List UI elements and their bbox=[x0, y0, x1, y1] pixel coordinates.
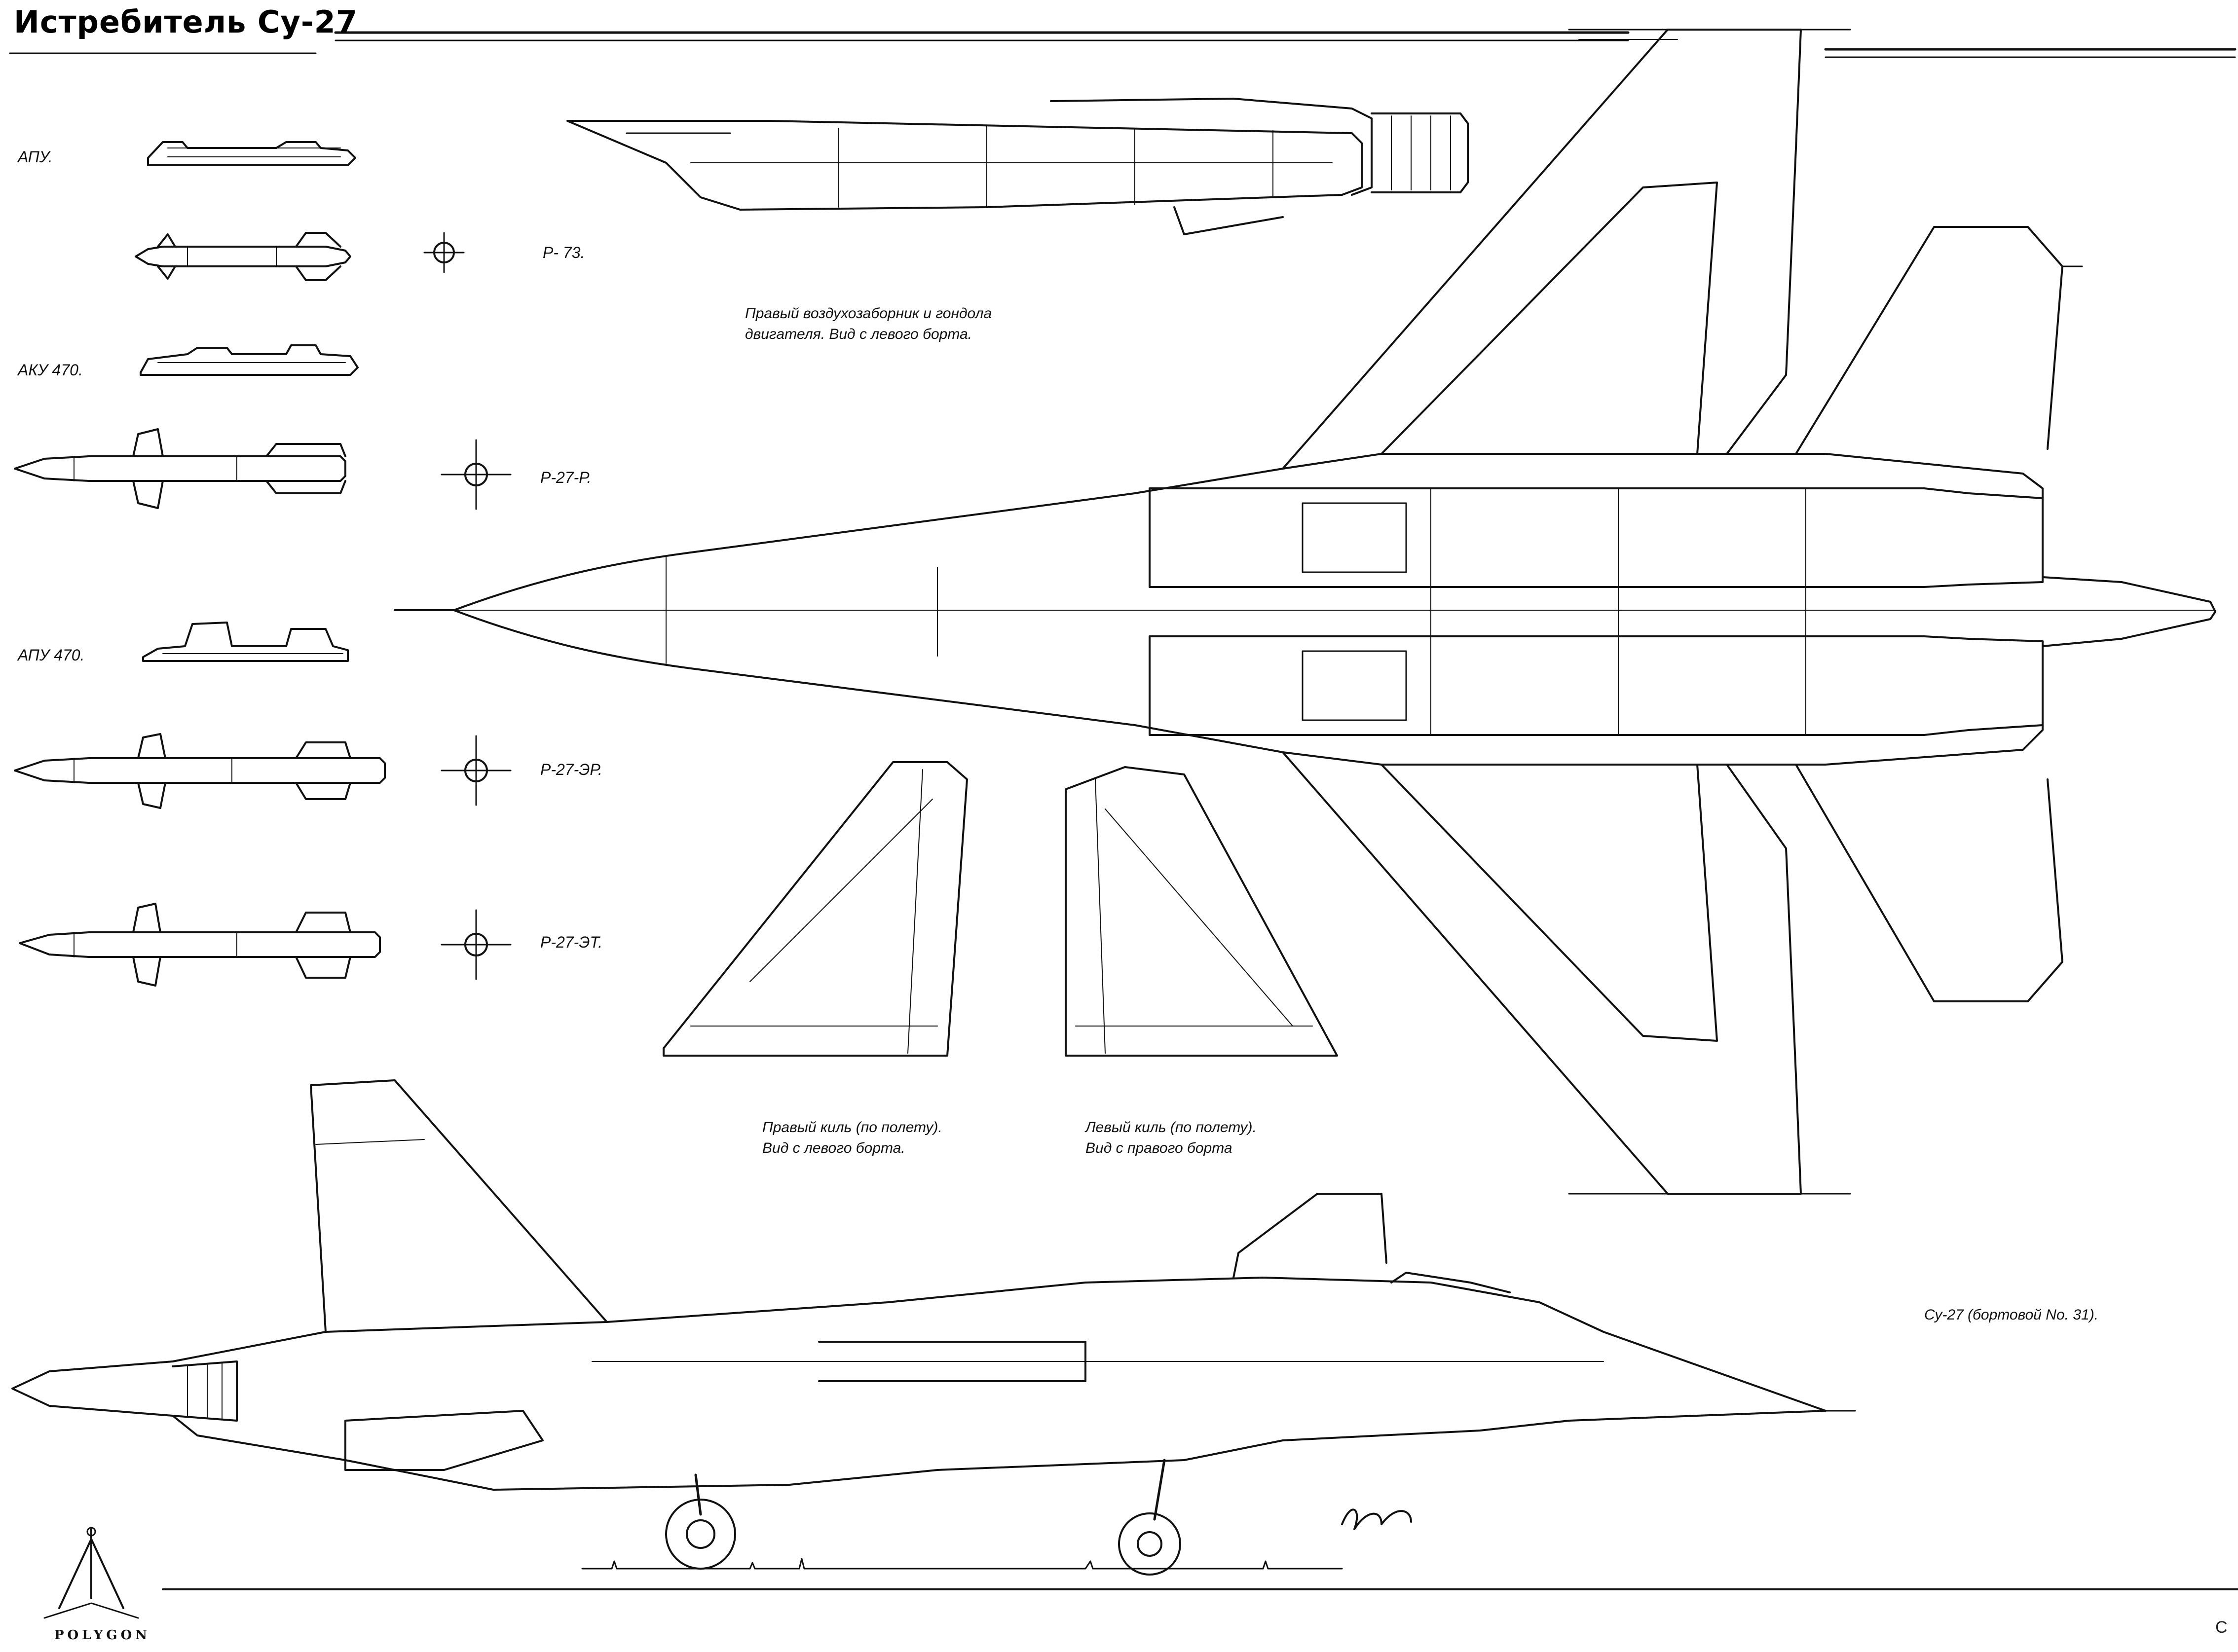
missile-r27et-front bbox=[441, 909, 512, 980]
sheet-title: Истребитель Су-27 bbox=[14, 4, 358, 40]
caption-intake: Правый воздухозаборник и гондола двигате… bbox=[745, 303, 992, 345]
launcher-apu bbox=[147, 141, 356, 166]
left-fin-drawing bbox=[1065, 766, 1338, 1057]
intake-nacelle-drawing bbox=[566, 98, 1469, 235]
label-apu: АПУ. bbox=[18, 148, 53, 166]
side-view-drawing bbox=[11, 1079, 1856, 1576]
missile-r73-front bbox=[423, 232, 465, 273]
caption-right-fin: Правый киль (по полету). Вид с левого бо… bbox=[762, 1117, 942, 1159]
missile-r27r-front bbox=[441, 439, 512, 510]
publisher-label: POLYGON bbox=[54, 1628, 150, 1643]
caption-intake-line-2: двигателя. Вид с левого борта. bbox=[745, 326, 972, 342]
label-r27r: Р-27-Р. bbox=[540, 469, 592, 486]
launcher-apu470 bbox=[142, 622, 349, 662]
caption-intake-line-1: Правый воздухозаборник и гондола bbox=[745, 305, 992, 322]
label-r27er: Р-27-ЭР. bbox=[540, 761, 602, 778]
label-r27et: Р-27-ЭТ. bbox=[540, 933, 603, 951]
caption-aircraft: Су-27 (бортовой No. 31). bbox=[1924, 1307, 2099, 1323]
missile-r27r bbox=[14, 428, 346, 509]
header-rules bbox=[9, 31, 2238, 1590]
label-aku470: АКУ 470. bbox=[18, 361, 83, 379]
caption-left-fin-line-2: Вид с правого борта bbox=[1085, 1140, 1232, 1156]
missile-r27er bbox=[14, 733, 386, 809]
ground-line bbox=[581, 1558, 1343, 1570]
missile-r27er-front bbox=[441, 735, 512, 806]
plan-view-drawing bbox=[394, 29, 2216, 1195]
launcher-aku470 bbox=[140, 344, 359, 376]
caption-right-fin-line-1: Правый киль (по полету). bbox=[762, 1119, 942, 1136]
artist-signature bbox=[1341, 1508, 1412, 1530]
right-fin-drawing bbox=[663, 761, 968, 1057]
label-apu470: АПУ 470. bbox=[18, 646, 85, 664]
page-marker: С bbox=[2215, 1618, 2228, 1637]
caption-right-fin-line-2: Вид с левого борта. bbox=[762, 1140, 905, 1156]
caption-left-fin-line-1: Левый киль (по полету). bbox=[1085, 1119, 1257, 1136]
missile-r27et bbox=[19, 903, 381, 987]
missile-r73 bbox=[135, 232, 351, 281]
caption-left-fin: Левый киль (по полету). Вид с правого бо… bbox=[1085, 1117, 1257, 1159]
polygon-logo bbox=[43, 1527, 139, 1619]
label-r73: Р- 73. bbox=[543, 244, 585, 261]
